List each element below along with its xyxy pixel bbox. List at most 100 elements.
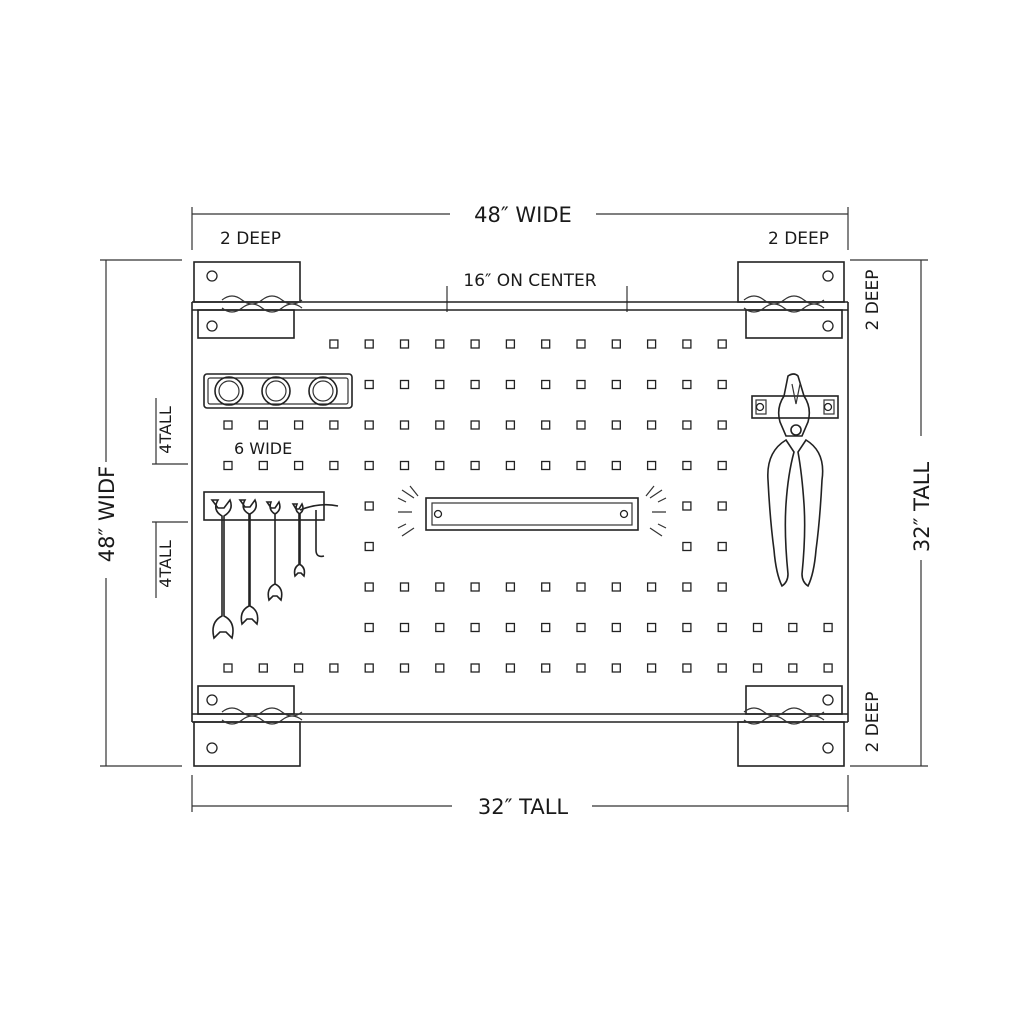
wrench-icon xyxy=(210,498,234,640)
peg-hole xyxy=(752,622,763,633)
peg-hole xyxy=(541,622,551,633)
peg-hole xyxy=(505,379,516,390)
top-width-label: 48″ WIDE xyxy=(474,203,572,227)
peg-hole xyxy=(435,663,445,673)
pegboard-panel xyxy=(191,301,849,723)
peg-hole xyxy=(576,582,586,592)
peg-hole xyxy=(364,622,374,633)
tall-upper-marker: 4TALL xyxy=(152,398,188,465)
peg-hole xyxy=(435,379,445,390)
peg-hole xyxy=(293,420,304,430)
peg-hole xyxy=(682,501,692,511)
peg-hole xyxy=(223,663,233,673)
peg-hole xyxy=(364,420,374,430)
peg-hole xyxy=(223,460,233,471)
peg-hole xyxy=(611,663,621,673)
peg-hole xyxy=(470,420,480,430)
peg-hole xyxy=(682,339,692,349)
right-dimension: 32″ TALL xyxy=(850,259,934,767)
top-dimension: 48″ WIDE xyxy=(191,203,849,250)
peg-hole xyxy=(435,460,445,471)
peg-hole xyxy=(576,460,586,471)
peg-hole xyxy=(541,663,551,673)
peg-hole xyxy=(788,663,798,673)
tall-lower-label: 4TALL xyxy=(156,540,175,588)
peg-hole xyxy=(470,622,480,633)
peg-hole xyxy=(541,460,551,471)
peg-hole xyxy=(505,582,516,592)
peg-hole xyxy=(646,379,657,390)
peg-hole xyxy=(505,420,516,430)
six-wide-label: 6 WIDE xyxy=(234,439,292,458)
peg-hole xyxy=(717,501,727,511)
peg-hole xyxy=(364,460,374,471)
on-center-label: 16″ ON CENTER xyxy=(463,271,596,291)
peg-hole xyxy=(399,379,410,390)
bracket-top-left xyxy=(193,261,303,339)
peg-hole xyxy=(646,339,657,349)
peg-hole xyxy=(399,460,410,471)
tall-upper-label: 4TALL xyxy=(156,406,175,454)
peg-hole xyxy=(682,460,692,471)
wrench-icon xyxy=(238,498,259,626)
peg-hole xyxy=(470,582,480,592)
right-lower-deep-label: 2 DEEP xyxy=(863,691,883,752)
peg-hole xyxy=(435,582,445,592)
peg-hole xyxy=(258,460,268,471)
peg-hole xyxy=(823,663,833,673)
peg-hole xyxy=(470,460,480,471)
peg-hole xyxy=(576,663,586,673)
peg-hole xyxy=(611,420,621,430)
right-upper-deep-label: 2 DEEP xyxy=(863,269,883,330)
peg-hole xyxy=(717,339,727,349)
peg-hole xyxy=(293,460,304,471)
peg-hole xyxy=(611,582,621,592)
peg-hole xyxy=(682,420,692,430)
pegboard-holes xyxy=(223,339,833,673)
peg-hole xyxy=(682,582,692,592)
peg-hole xyxy=(329,339,339,349)
on-center-dimension: 16″ ON CENTER xyxy=(446,271,628,312)
peg-hole xyxy=(329,420,339,430)
peg-hole xyxy=(293,663,304,673)
peg-hole xyxy=(788,622,798,633)
top-left-deep-label: 2 DEEP xyxy=(220,229,281,249)
peg-hole xyxy=(752,663,763,673)
peg-hole xyxy=(717,541,727,552)
peg-hole xyxy=(646,663,657,673)
peg-hole xyxy=(823,622,833,633)
hook-icon xyxy=(299,503,339,558)
wrench-rack xyxy=(203,491,339,640)
peg-hole xyxy=(576,420,586,430)
peg-hole xyxy=(505,663,516,673)
peg-hole xyxy=(717,420,727,430)
peg-hole xyxy=(364,379,374,390)
peg-hole xyxy=(541,379,551,390)
peg-hole xyxy=(470,379,480,390)
peg-hole xyxy=(364,541,374,552)
tall-lower-marker: 4TALL xyxy=(152,521,188,598)
peg-hole xyxy=(364,501,374,511)
peg-hole xyxy=(717,379,727,390)
peg-hole xyxy=(541,582,551,592)
peg-hole xyxy=(541,420,551,430)
peg-hole xyxy=(682,622,692,633)
peg-hole xyxy=(399,663,410,673)
peg-hole xyxy=(611,622,621,633)
peg-hole xyxy=(717,582,727,592)
peg-hole xyxy=(611,379,621,390)
peg-hole xyxy=(329,663,339,673)
peg-hole xyxy=(611,460,621,471)
peg-hole xyxy=(682,663,692,673)
bottom-dimension: 32″ TALL xyxy=(191,775,849,819)
peg-hole xyxy=(470,339,480,349)
peg-hole xyxy=(576,339,586,349)
peg-hole xyxy=(435,420,445,430)
peg-hole xyxy=(435,339,445,349)
peg-hole xyxy=(470,663,480,673)
bottom-dim-label: 32″ TALL xyxy=(478,795,569,819)
peg-hole xyxy=(646,582,657,592)
left-dim-label: 48″ WIDF xyxy=(95,466,119,562)
wrench-icon xyxy=(291,502,306,578)
top-right-deep-label: 2 DEEP xyxy=(768,229,829,249)
